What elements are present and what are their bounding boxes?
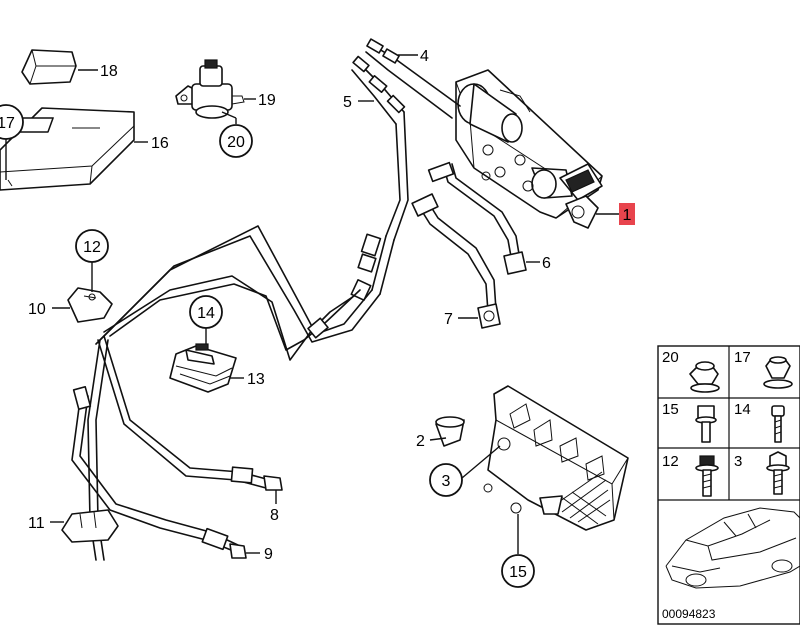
nut-icon (689, 361, 720, 393)
callout-8: 8 (270, 507, 279, 524)
diagram-id: 00094823 (662, 607, 716, 621)
callout-circle-14 (189, 295, 223, 329)
callout-circle-20 (219, 124, 253, 158)
inset-label-12: 12 (662, 453, 679, 470)
callout-15: 15 (509, 564, 527, 581)
callout-6: 6 (542, 255, 551, 272)
flange-bolt-icon (695, 455, 719, 497)
part-bracket (435, 385, 629, 531)
flange-nut-icon (763, 356, 793, 389)
inset-label-14: 14 (734, 401, 751, 418)
bolt-icon (695, 405, 717, 443)
callout-20: 20 (227, 134, 245, 151)
callout-14: 14 (197, 305, 215, 322)
part-13-mount (169, 343, 237, 393)
inset-label-15: 15 (662, 401, 679, 418)
hardware-inset-table: 20 17 15 14 12 3 (657, 345, 800, 625)
hex-bolt-icon (766, 451, 790, 495)
inset-label-17: 17 (734, 349, 751, 366)
callout-16: 16 (151, 135, 169, 152)
callout-10: 10 (28, 301, 46, 318)
callout-11: 11 (28, 515, 45, 532)
part-1-hydraulic-unit (455, 69, 603, 229)
callout-circle-3 (429, 463, 463, 497)
callout-3: 3 (442, 473, 451, 490)
part-4-5-brake-lines (350, 38, 461, 302)
callout-1-highlight (619, 203, 635, 225)
part-16-control-unit (0, 107, 135, 191)
callout-19: 19 (258, 92, 276, 109)
callout-17: 17 (0, 115, 15, 132)
callout-4: 4 (420, 48, 429, 65)
callout-circle-15 (501, 554, 535, 588)
inset-label-20: 20 (662, 349, 679, 366)
part-19-sensor (175, 59, 245, 119)
part-11-clip (61, 509, 119, 543)
callout-9: 9 (264, 546, 273, 563)
callout-5: 5 (343, 94, 352, 111)
callout-1: 1 (623, 207, 632, 224)
car-silhouette-icon (665, 507, 800, 589)
callout-18: 18 (100, 63, 118, 80)
inset-label-3: 3 (734, 453, 742, 470)
callout-13: 13 (247, 371, 265, 388)
part-18-pad (21, 49, 77, 85)
callout-7: 7 (444, 311, 453, 328)
main-brake-lines (71, 225, 381, 561)
part-10-clip (67, 287, 113, 323)
part-6-7-hoses (411, 161, 527, 329)
callout-circle-12 (75, 229, 109, 263)
callout-12: 12 (83, 239, 101, 256)
callout-2: 2 (416, 433, 425, 450)
screw-icon (771, 405, 785, 443)
